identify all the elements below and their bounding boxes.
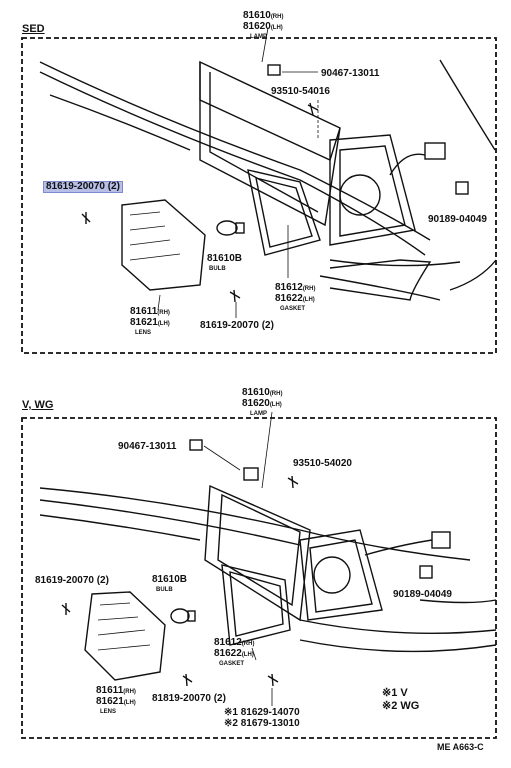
top-lens-screw	[81, 212, 91, 224]
bottom-body-line	[39, 499, 301, 546]
bottom-lens	[84, 591, 166, 681]
lens-name: LENS	[135, 330, 152, 336]
lamp-part-number-rh[interactable]: 81610(RH)	[243, 10, 284, 21]
bottom-panel-frame	[21, 417, 497, 739]
bottom-lamp-housing	[309, 539, 373, 613]
top-gasket	[247, 169, 321, 256]
bottom-connector	[431, 531, 451, 549]
top-body-line	[39, 71, 426, 256]
variant-note-2[interactable]: ※2 81679-13010	[224, 718, 300, 729]
lamp-part-number-lh[interactable]: 81620(LH)	[242, 398, 282, 409]
lamp-name: LAMP	[250, 411, 267, 417]
bulb-name: BULB	[209, 266, 226, 272]
bottom-left-screw	[61, 603, 71, 615]
top-lamp-housing	[329, 134, 416, 246]
bottom-lens-screw	[182, 673, 193, 687]
screw-part-number[interactable]: 93510-54016	[271, 86, 330, 97]
top-body-line	[439, 59, 496, 151]
bulb-part-number[interactable]: 81610B	[207, 253, 243, 264]
top-gasket	[255, 177, 313, 248]
left-screw-part-number[interactable]: 81619-20070 (2)	[35, 575, 109, 586]
lens-name: LENS	[100, 709, 117, 715]
top-connector	[424, 142, 446, 160]
section-label-sedan: SED	[22, 23, 45, 35]
legend-v: ※1 V	[382, 687, 408, 699]
top-bulb	[216, 220, 238, 236]
top-body-line	[449, 259, 497, 291]
gasket-name: GASKET	[219, 661, 245, 667]
lens-part-number-rh[interactable]: 81611(RH)	[96, 685, 136, 696]
bottom-bulb	[170, 608, 190, 624]
bottom-clip	[189, 439, 203, 451]
bottom-gasket	[221, 564, 291, 646]
top-lens	[121, 199, 206, 291]
gasket-part-number-lh[interactable]: 81622(LH)	[275, 293, 315, 304]
top-lamp-housing	[199, 62, 341, 227]
top-bottom-screw	[229, 289, 241, 303]
bottom-lamp-housing	[299, 529, 383, 621]
top-clip	[267, 64, 281, 76]
top-socket	[455, 181, 469, 195]
top-body-line	[319, 275, 441, 301]
bottom-gasket-screw	[267, 673, 279, 687]
bottom-lamp-housing	[217, 493, 301, 607]
bottom-body-line	[39, 514, 201, 541]
bulb-part-number[interactable]: 81610B	[152, 574, 188, 585]
top-screw	[307, 102, 319, 116]
top-body-line	[49, 94, 191, 151]
top-lamp-housing	[199, 60, 341, 161]
top-lamp-housing	[209, 72, 319, 213]
lens-part-number-rh[interactable]: 81611(RH)	[130, 306, 170, 317]
bottom-lamp-housing	[204, 484, 311, 622]
bottom-wire	[364, 539, 433, 556]
section-label-v-wg: V, WG	[22, 399, 54, 411]
bulb-name: BULB	[156, 587, 173, 593]
bottom-body-line	[419, 599, 497, 604]
top-body-line	[39, 61, 431, 241]
highlighted-screw-part-number[interactable]: 81619-20070 (2)	[43, 181, 123, 193]
bottom-lamp-reflector	[313, 556, 351, 594]
top-body-line	[329, 259, 461, 267]
top-wire	[389, 153, 426, 176]
socket-part-number[interactable]: 90189-04049	[393, 589, 452, 600]
bottom-gasket	[229, 571, 284, 637]
top-bumper	[329, 259, 432, 301]
top-lamp-reflector	[339, 174, 381, 216]
diagram-code: ME A663-C	[437, 742, 484, 752]
gasket-part-number-lh[interactable]: 81622(LH)	[214, 648, 254, 659]
top-panel-frame	[21, 37, 497, 354]
gasket-part-number-rh[interactable]: 81612(RH)	[275, 282, 316, 293]
clip-part-number[interactable]: 90467-13011	[321, 68, 380, 79]
lens-part-number-lh[interactable]: 81621(LH)	[130, 317, 170, 328]
bottom-socket	[419, 565, 433, 579]
socket-part-number[interactable]: 90189-04049	[428, 214, 487, 225]
lamp-part-number-lh[interactable]: 81620(LH)	[243, 21, 283, 32]
bottom-screw	[287, 475, 299, 489]
gasket-part-number-rh[interactable]: 81612(RH)	[214, 637, 255, 648]
bottom-screw-part-number[interactable]: 81619-20070 (2)	[200, 320, 274, 331]
bottom-body-line	[299, 639, 497, 653]
screw-part-number[interactable]: 93510-54020	[293, 458, 352, 469]
legend-wg: ※2 WG	[382, 700, 420, 712]
lamp-name: LAMP	[250, 34, 267, 40]
top-lamp-housing	[339, 145, 406, 237]
gasket-name: GASKET	[280, 306, 306, 312]
bottom-screw-part-number[interactable]: 81819-20070 (2)	[152, 693, 226, 704]
variant-note-1[interactable]: ※1 81629-14070	[224, 707, 300, 718]
bottom-body-line	[299, 619, 497, 635]
lens-part-number-lh[interactable]: 81621(LH)	[96, 696, 136, 707]
lamp-part-number-rh[interactable]: 81610(RH)	[242, 387, 283, 398]
clip-part-number[interactable]: 90467-13011	[118, 441, 177, 452]
